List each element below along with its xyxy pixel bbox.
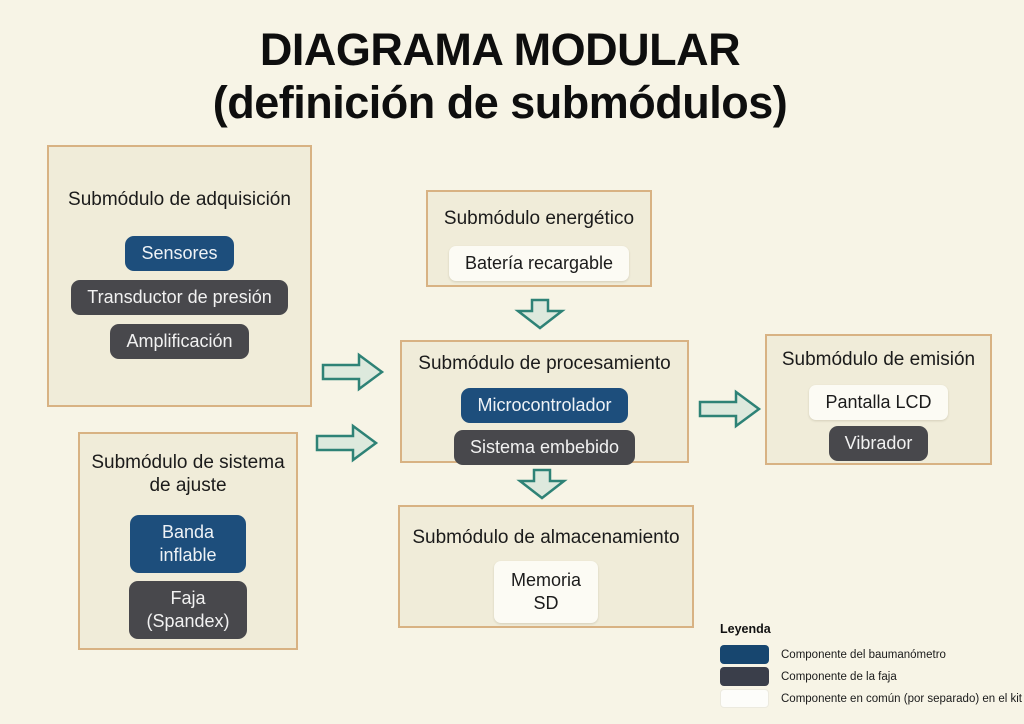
chip-bateria-recargable: Batería recargable <box>448 246 630 282</box>
legend-row-faja: Componente de la faja <box>720 667 1020 686</box>
legend-title: Leyenda <box>720 622 771 636</box>
arrow-procesamiento-to-almacenamiento-icon <box>516 468 568 500</box>
legend-label-comun: Componente en común (por separado) en el… <box>781 692 1023 705</box>
chip-transductor-de-presion: Transductor de presión <box>71 280 288 316</box>
module-adquisicion: Submódulo de adquisición Sensores Transd… <box>47 145 312 407</box>
chip-banda-inflable: Banda inflable <box>130 515 246 574</box>
legend-label-faja: Componente de la faja <box>781 670 897 683</box>
arrow-procesamiento-to-emision-icon <box>698 388 762 430</box>
chip-sistema-embebido: Sistema embebido <box>453 430 636 466</box>
legend-row-comun: Componente en común (por separado) en el… <box>720 689 1023 708</box>
module-emision-title: Submódulo de emisión <box>781 349 976 370</box>
module-procesamiento: Submódulo de procesamiento Microcontrola… <box>400 340 689 466</box>
module-ajuste: Submódulo de sistema de ajuste Banda inf… <box>78 432 298 650</box>
chip-vibrador: Vibrador <box>828 426 929 462</box>
legend-swatch-gray <box>720 667 769 686</box>
module-adquisicion-title: Submódulo de adquisición <box>68 189 291 210</box>
page-title-line2: (definición de submódulos) <box>212 76 788 128</box>
module-procesamiento-title: Submódulo de procesamiento <box>418 353 671 374</box>
page-title: DIAGRAMA MODULAR (definición de submódul… <box>0 24 1000 129</box>
legend-label-baumanometro: Componente del baumanómetro <box>781 648 946 661</box>
module-almacenamiento: Submódulo de almacenamiento Memoria SD <box>398 505 694 628</box>
page-title-line1: DIAGRAMA MODULAR <box>259 24 741 75</box>
arrow-ajuste-to-procesamiento-icon <box>315 423 379 463</box>
chip-pantalla-lcd: Pantalla LCD <box>809 385 948 421</box>
module-energetico: Submódulo energético Batería recargable <box>426 190 652 287</box>
chip-amplificacion: Amplificación <box>110 324 249 360</box>
chip-sensores: Sensores <box>125 236 234 272</box>
legend: Leyenda Componente del baumanómetro Comp… <box>720 622 1023 711</box>
chip-microcontrolador: Microcontrolador <box>461 388 628 424</box>
module-emision: Submódulo de emisión Pantalla LCD Vibrad… <box>765 334 992 465</box>
module-ajuste-title: Submódulo de sistema de ajuste <box>91 452 285 497</box>
legend-swatch-white <box>720 689 769 708</box>
legend-row-baumanometro: Componente del baumanómetro <box>720 645 1020 664</box>
arrow-energetico-to-procesamiento-icon <box>514 298 566 330</box>
module-almacenamiento-title: Submódulo de almacenamiento <box>412 527 680 548</box>
module-energetico-title: Submódulo energético <box>443 208 635 229</box>
chip-faja-spandex: Faja (Spandex) <box>129 581 247 640</box>
arrow-adquisicion-to-procesamiento-icon <box>321 352 385 392</box>
legend-swatch-blue <box>720 645 769 664</box>
chip-memoria-sd: Memoria SD <box>494 561 598 624</box>
